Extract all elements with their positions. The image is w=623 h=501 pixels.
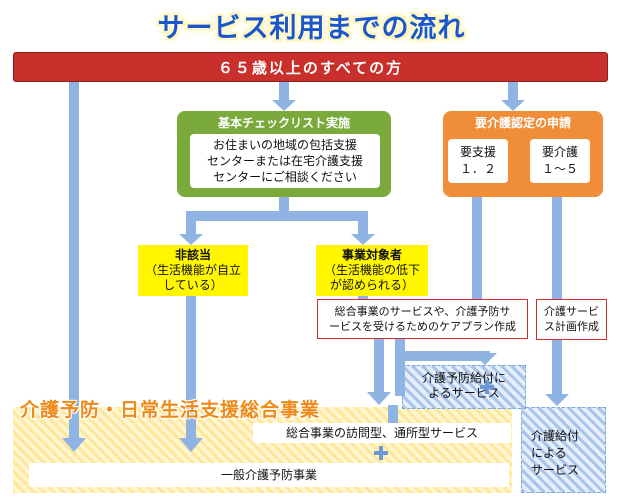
checklist-instructions: お住まいの地域の包括支援 センターまたは在宅介護支援 センターにご相談ください	[190, 134, 380, 188]
not-applicable-line: （生活機能が自立	[144, 263, 241, 277]
plus-icon	[374, 446, 388, 460]
support-levels: １．２	[459, 162, 496, 176]
care-benefit-line: 介護給付	[531, 429, 580, 443]
care-level-cell: 要介護 １～５	[530, 139, 590, 183]
care-levels: １～５	[541, 162, 578, 176]
target-line: が認められる）	[329, 278, 414, 292]
careplan-line: 総合事業のサービスや、介護予防サ	[334, 305, 511, 318]
care-label: 要介護	[541, 145, 578, 159]
not-applicable-line: している）	[163, 278, 223, 292]
general-support-section-label: 介護予防・日常生活支援総合事業	[20, 399, 321, 421]
plus-icon	[480, 380, 494, 394]
support-label: 要支援	[459, 145, 496, 159]
prevention-benefit-line: 介護予防給付に	[421, 371, 506, 385]
visit-commute-service-bar: 総合事業の訪問型、通所型サービス	[253, 423, 511, 443]
prevention-benefit-line: よるサービス	[428, 386, 500, 400]
checklist-line: センターまたは在宅介護支援	[206, 154, 363, 168]
support-level-cell: 要支援 １．２	[448, 139, 508, 183]
general-prevention-bar: 一般介護予防事業	[29, 463, 509, 487]
service-plan-line: 介護サービ	[544, 305, 599, 318]
eligibility-banner: ６５歳以上のすべての方	[13, 52, 608, 82]
care-benefit-area	[521, 407, 606, 493]
application-title: 要介護認定の申請	[474, 116, 571, 130]
page-title: サービス利用までの流れ	[157, 13, 466, 44]
service-plan-box: 介護サービ ス計画作成	[536, 299, 607, 340]
not-applicable-box: 非該当 （生活機能が自立 している）	[138, 245, 248, 296]
careplan-line: ービスを受けるためのケアプラン作成	[329, 320, 516, 333]
target-line: （生活機能の低下	[323, 263, 420, 277]
checklist-line: センターにご相談ください	[213, 170, 357, 184]
service-plan-line: ス計画作成	[544, 320, 599, 333]
target-title: 事業対象者	[341, 248, 402, 262]
not-applicable-title: 非該当	[174, 248, 211, 262]
checklist-line: お住まいの地域の包括支援	[212, 138, 357, 152]
checklist-title: 基本チェックリスト実施	[217, 116, 350, 130]
prevention-benefit-box: 介護予防給付に よるサービス	[404, 371, 524, 401]
care-benefit-line: サービス	[531, 463, 580, 477]
care-benefit-box: 介護給付 による サービス	[523, 428, 603, 479]
care-benefit-line: による	[531, 446, 567, 460]
target-person-box: 事業対象者 （生活機能の低下 が認められる）	[316, 245, 428, 296]
prevention-benefit-area	[402, 365, 526, 409]
careplan-box: 総合事業のサービスや、介護予防サ ービスを受けるためのケアプラン作成	[317, 299, 528, 339]
